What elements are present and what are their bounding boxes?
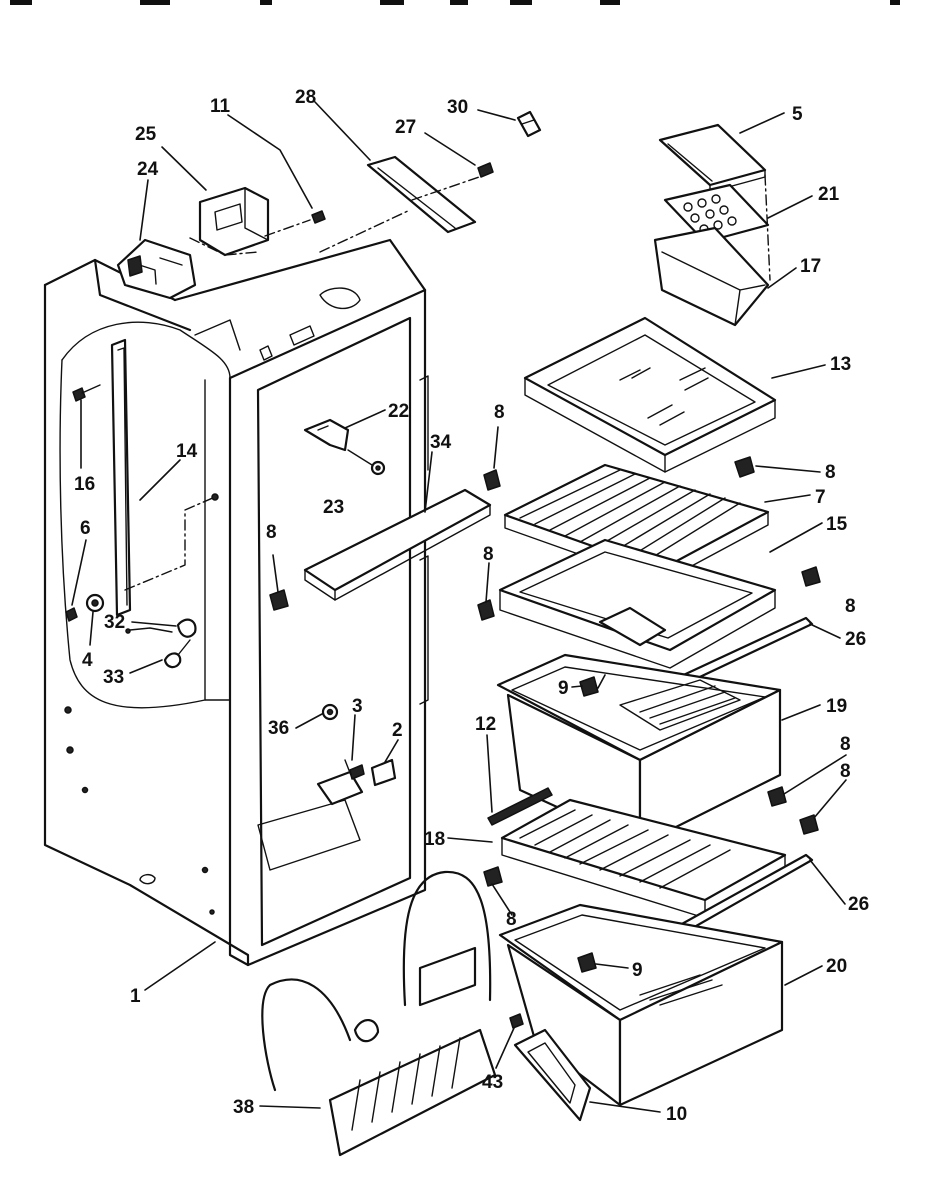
- callout-8g: 8: [840, 761, 851, 782]
- compartment-cover: [658, 123, 767, 193]
- screw-11: [311, 210, 326, 224]
- callout-27: 27: [395, 117, 416, 138]
- callout-32: 32: [104, 612, 125, 633]
- control-bracket: [189, 186, 311, 257]
- callout-24: 24: [137, 159, 159, 180]
- callout-36: 36: [268, 718, 289, 739]
- channel-cover: [303, 488, 492, 601]
- callout-8a: 8: [494, 402, 505, 423]
- clip-33: [163, 639, 191, 669]
- callouts: 1 2 3 4 5 6 7 8 8 8 8 8 8 8 8 9 9 10 11 …: [74, 87, 869, 1125]
- drawer-rail-12: [487, 787, 553, 826]
- callout-8c: 8: [825, 462, 836, 483]
- heater-assembly: [261, 870, 497, 1157]
- callout-22: 22: [388, 401, 409, 422]
- egg-tray: [663, 174, 771, 281]
- cabinet-liner: [43, 238, 429, 967]
- callout-28: 28: [295, 87, 316, 108]
- crisper-frame: [498, 538, 777, 669]
- screw-27: [477, 162, 494, 178]
- callout-7: 7: [815, 487, 826, 508]
- callout-12: 12: [475, 714, 496, 735]
- leader-lines: [71, 101, 847, 1113]
- callout-5: 5: [792, 104, 803, 125]
- callout-9b: 9: [632, 960, 643, 981]
- shelf-rail: [110, 338, 219, 617]
- screw-6: [65, 607, 78, 622]
- label-plate: [513, 1028, 592, 1122]
- crisper-drawer-lower: [498, 903, 784, 1107]
- callout-8h: 8: [506, 909, 517, 930]
- screw-16: [72, 384, 101, 402]
- callout-10: 10: [666, 1104, 687, 1125]
- nut-23: [347, 449, 386, 476]
- callout-14: 14: [176, 441, 198, 462]
- callout-33: 33: [103, 667, 124, 688]
- callout-4: 4: [82, 650, 93, 671]
- callout-16: 16: [74, 474, 95, 495]
- callout-18: 18: [424, 829, 445, 850]
- callout-26a: 26: [845, 629, 866, 650]
- callout-34: 34: [430, 432, 452, 453]
- sensor-32: [125, 618, 197, 638]
- knob-4: [85, 593, 105, 613]
- clip-30: [516, 110, 542, 138]
- callout-30: 30: [447, 97, 468, 118]
- screw-43: [509, 1013, 524, 1029]
- callout-17: 17: [800, 256, 821, 277]
- callout-13: 13: [830, 354, 851, 375]
- callout-43: 43: [482, 1072, 503, 1093]
- compartment-bin: [653, 226, 770, 327]
- callout-20: 20: [826, 956, 847, 977]
- upper-shelf: [523, 316, 777, 473]
- callout-21: 21: [818, 184, 840, 205]
- callout-8b: 8: [266, 522, 277, 543]
- callout-15: 15: [826, 514, 848, 535]
- callout-26b: 26: [848, 894, 869, 915]
- mounting-strip: [319, 155, 486, 253]
- callout-8d: 8: [483, 544, 494, 565]
- callout-38: 38: [233, 1097, 254, 1118]
- callout-2: 2: [392, 720, 403, 741]
- scan-edge-artifact: [10, 0, 900, 5]
- callout-8e: 8: [845, 596, 856, 617]
- callout-3: 3: [352, 696, 363, 717]
- callout-9a: 9: [558, 678, 569, 699]
- nut-36: [321, 703, 339, 721]
- control-housing: [116, 238, 197, 300]
- shelf-support-pegs: [269, 456, 821, 973]
- callout-25: 25: [135, 124, 157, 145]
- bracket-22: [303, 418, 350, 452]
- callout-1: 1: [130, 986, 141, 1007]
- callout-8f: 8: [840, 734, 851, 755]
- crisper-drawer-upper: [496, 653, 782, 847]
- bracket-3: [316, 759, 364, 806]
- callout-23: 23: [323, 497, 344, 518]
- callout-11: 11: [210, 96, 231, 117]
- callout-19: 19: [826, 696, 847, 717]
- callout-6: 6: [80, 518, 91, 539]
